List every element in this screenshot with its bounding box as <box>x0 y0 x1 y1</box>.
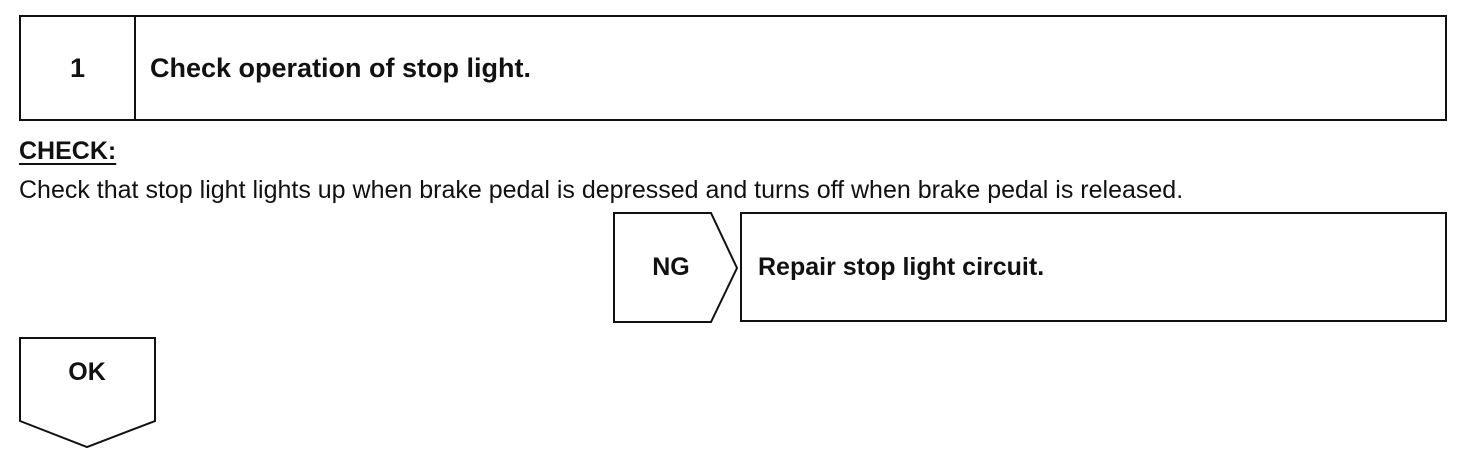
ok-label: OK <box>68 358 106 386</box>
ok-arrow-shape <box>19 337 156 449</box>
ng-label: NG <box>652 252 690 281</box>
step-title: Check operation of stop light. <box>150 52 532 83</box>
ng-action-box: Repair stop light circuit. <box>740 212 1447 322</box>
step-header: 1 Check operation of stop light. <box>19 15 1447 121</box>
step-number: 1 <box>21 17 136 119</box>
ng-arrow-shape <box>613 212 739 323</box>
check-instruction: Check that stop light lights up when bra… <box>19 176 1184 204</box>
check-heading: CHECK: <box>19 137 117 165</box>
ng-action-text: Repair stop light circuit. <box>758 252 1045 281</box>
